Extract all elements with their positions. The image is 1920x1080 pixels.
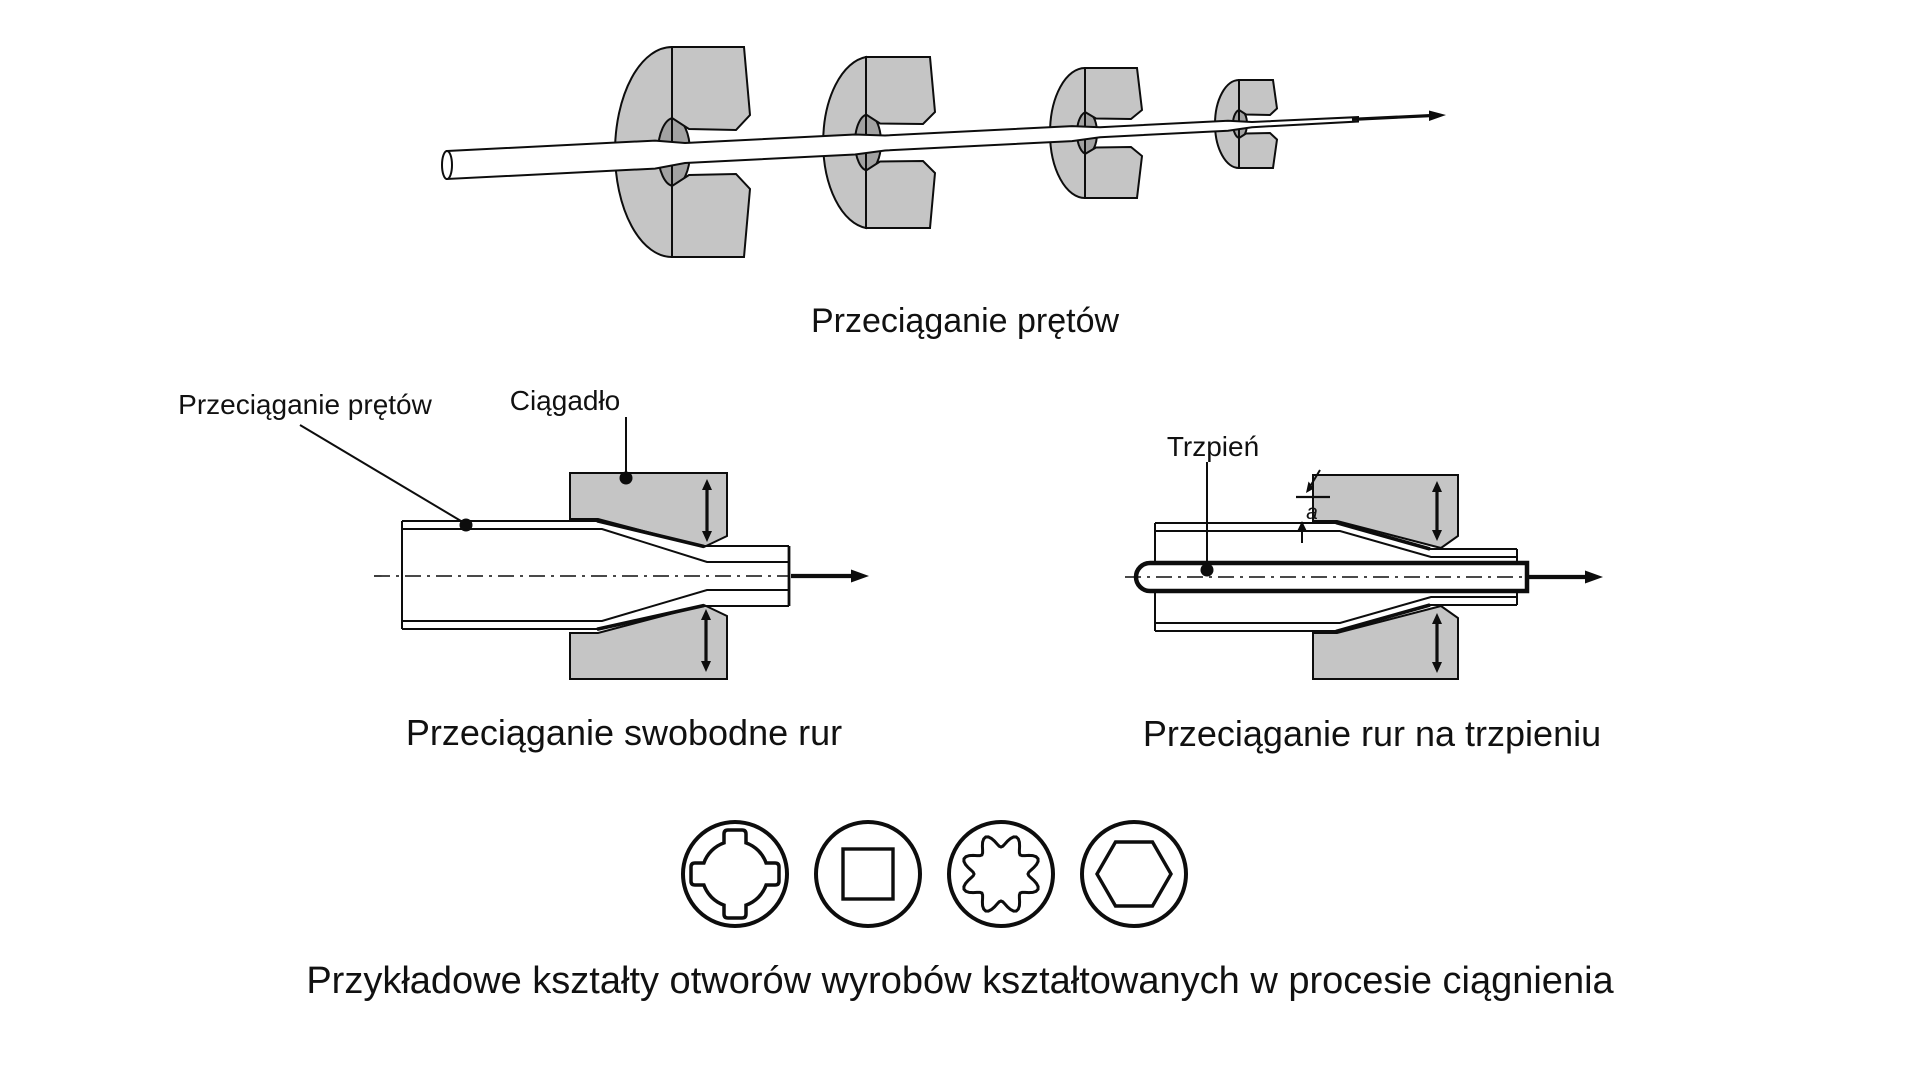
mandrel-drawing-caption: Przeciąganie rur na trzpieniu [1143,713,1601,754]
die-2-bottom-block [865,159,937,229]
free-tube-leader-dot [459,518,473,532]
die-3-top-block [1084,67,1144,121]
hole-shapes-caption: Przykładowe kształty otworów wyrobów ksz… [306,960,1614,1002]
splined-hole-shape-path [962,835,1040,913]
rod-end-cap [441,150,453,180]
rod-drawing-figure: Przeciąganie prętów [441,45,1446,340]
free-die-label: Ciągadło [510,385,621,416]
die-4-top-block [1238,79,1279,117]
die-1-top-block [671,46,752,132]
tube-free-drawing-figure: Przeciąganie prętów Ciągadło Przeciągani… [178,385,869,753]
wall-thickness-label: a [1306,501,1318,524]
free-top-die [569,472,728,549]
free-tube-leader-line [299,424,467,525]
rod-pull-arrow [1351,114,1431,121]
free-tube-label: Przeciąganie prętów [178,389,432,420]
free-die-leader-dot [619,471,633,485]
mandrel-bottom-die-arrow [1432,613,1442,673]
splined-hole-outer [947,820,1055,928]
hole-shapes-row: Przykładowe kształty otworów wyrobów ksz… [306,820,1615,1002]
die-3-bottom-block [1084,145,1144,199]
free-pull-arrowhead [851,569,869,583]
die-2-top-block [865,56,937,126]
free-drawing-caption: Przeciąganie swobodne rur [406,712,842,753]
dim-vertical-arrowhead [1297,521,1307,531]
hexagon-hole-outer [1080,820,1188,928]
free-top-die-arrow [702,479,712,542]
die-1 [614,45,752,259]
dim-diagonal-arrowhead [1306,481,1314,493]
mandrel-die-working-surfaces [1335,520,1431,634]
die-1-bottom-block [671,172,752,258]
mandrel-label: Trzpień [1167,431,1259,462]
free-tube-outline [401,520,789,630]
square-hole-outer [814,820,922,928]
rod-drawing-caption: Przeciąganie prętów [811,302,1120,340]
free-bottom-die-arrow [701,609,711,672]
mandrel-pull-arrowhead [1585,570,1603,584]
tube-mandrel-drawing-figure: a Trzpień Przeciąganie rur na trzpieniu [1125,431,1603,754]
mandrel-leader-dot [1200,563,1214,577]
mandrel-rod [1133,560,1530,594]
die-2 [822,55,937,230]
rod-pull-arrowhead [1429,110,1446,121]
dim-diagonal-arrow-line [1310,469,1321,486]
mandrel-top-die-arrow [1432,481,1442,541]
square-hole-shape [841,847,895,901]
hexagon-hole-shape [1095,840,1173,908]
wall-thickness-dimension: a [1296,469,1330,543]
die-4-bottom-block [1238,131,1279,169]
free-die-working-surfaces [596,518,705,632]
drawn-rod [446,116,1359,181]
keyed-circle-shape-path [689,828,781,920]
keyed-circle-outer [681,820,789,928]
